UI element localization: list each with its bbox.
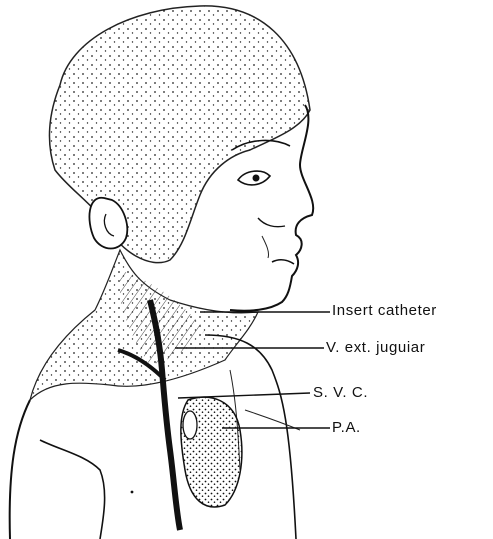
clavicle-line	[245, 410, 300, 430]
label-svc: S. V. C.	[313, 385, 368, 400]
pupil	[253, 175, 260, 182]
mouth	[272, 260, 294, 264]
arm-outline	[40, 440, 105, 539]
cheek-lines	[262, 236, 269, 258]
label-insert-catheter: Insert catheter	[332, 303, 437, 318]
leader-svc	[178, 393, 310, 398]
label-v-ext-jugular: V. ext. juguiar	[326, 340, 425, 355]
label-pa: P.A.	[332, 420, 361, 435]
svc-oval	[183, 411, 197, 439]
nostril-line	[258, 218, 285, 227]
head-scalp	[50, 6, 310, 263]
torso-outline	[10, 400, 30, 539]
